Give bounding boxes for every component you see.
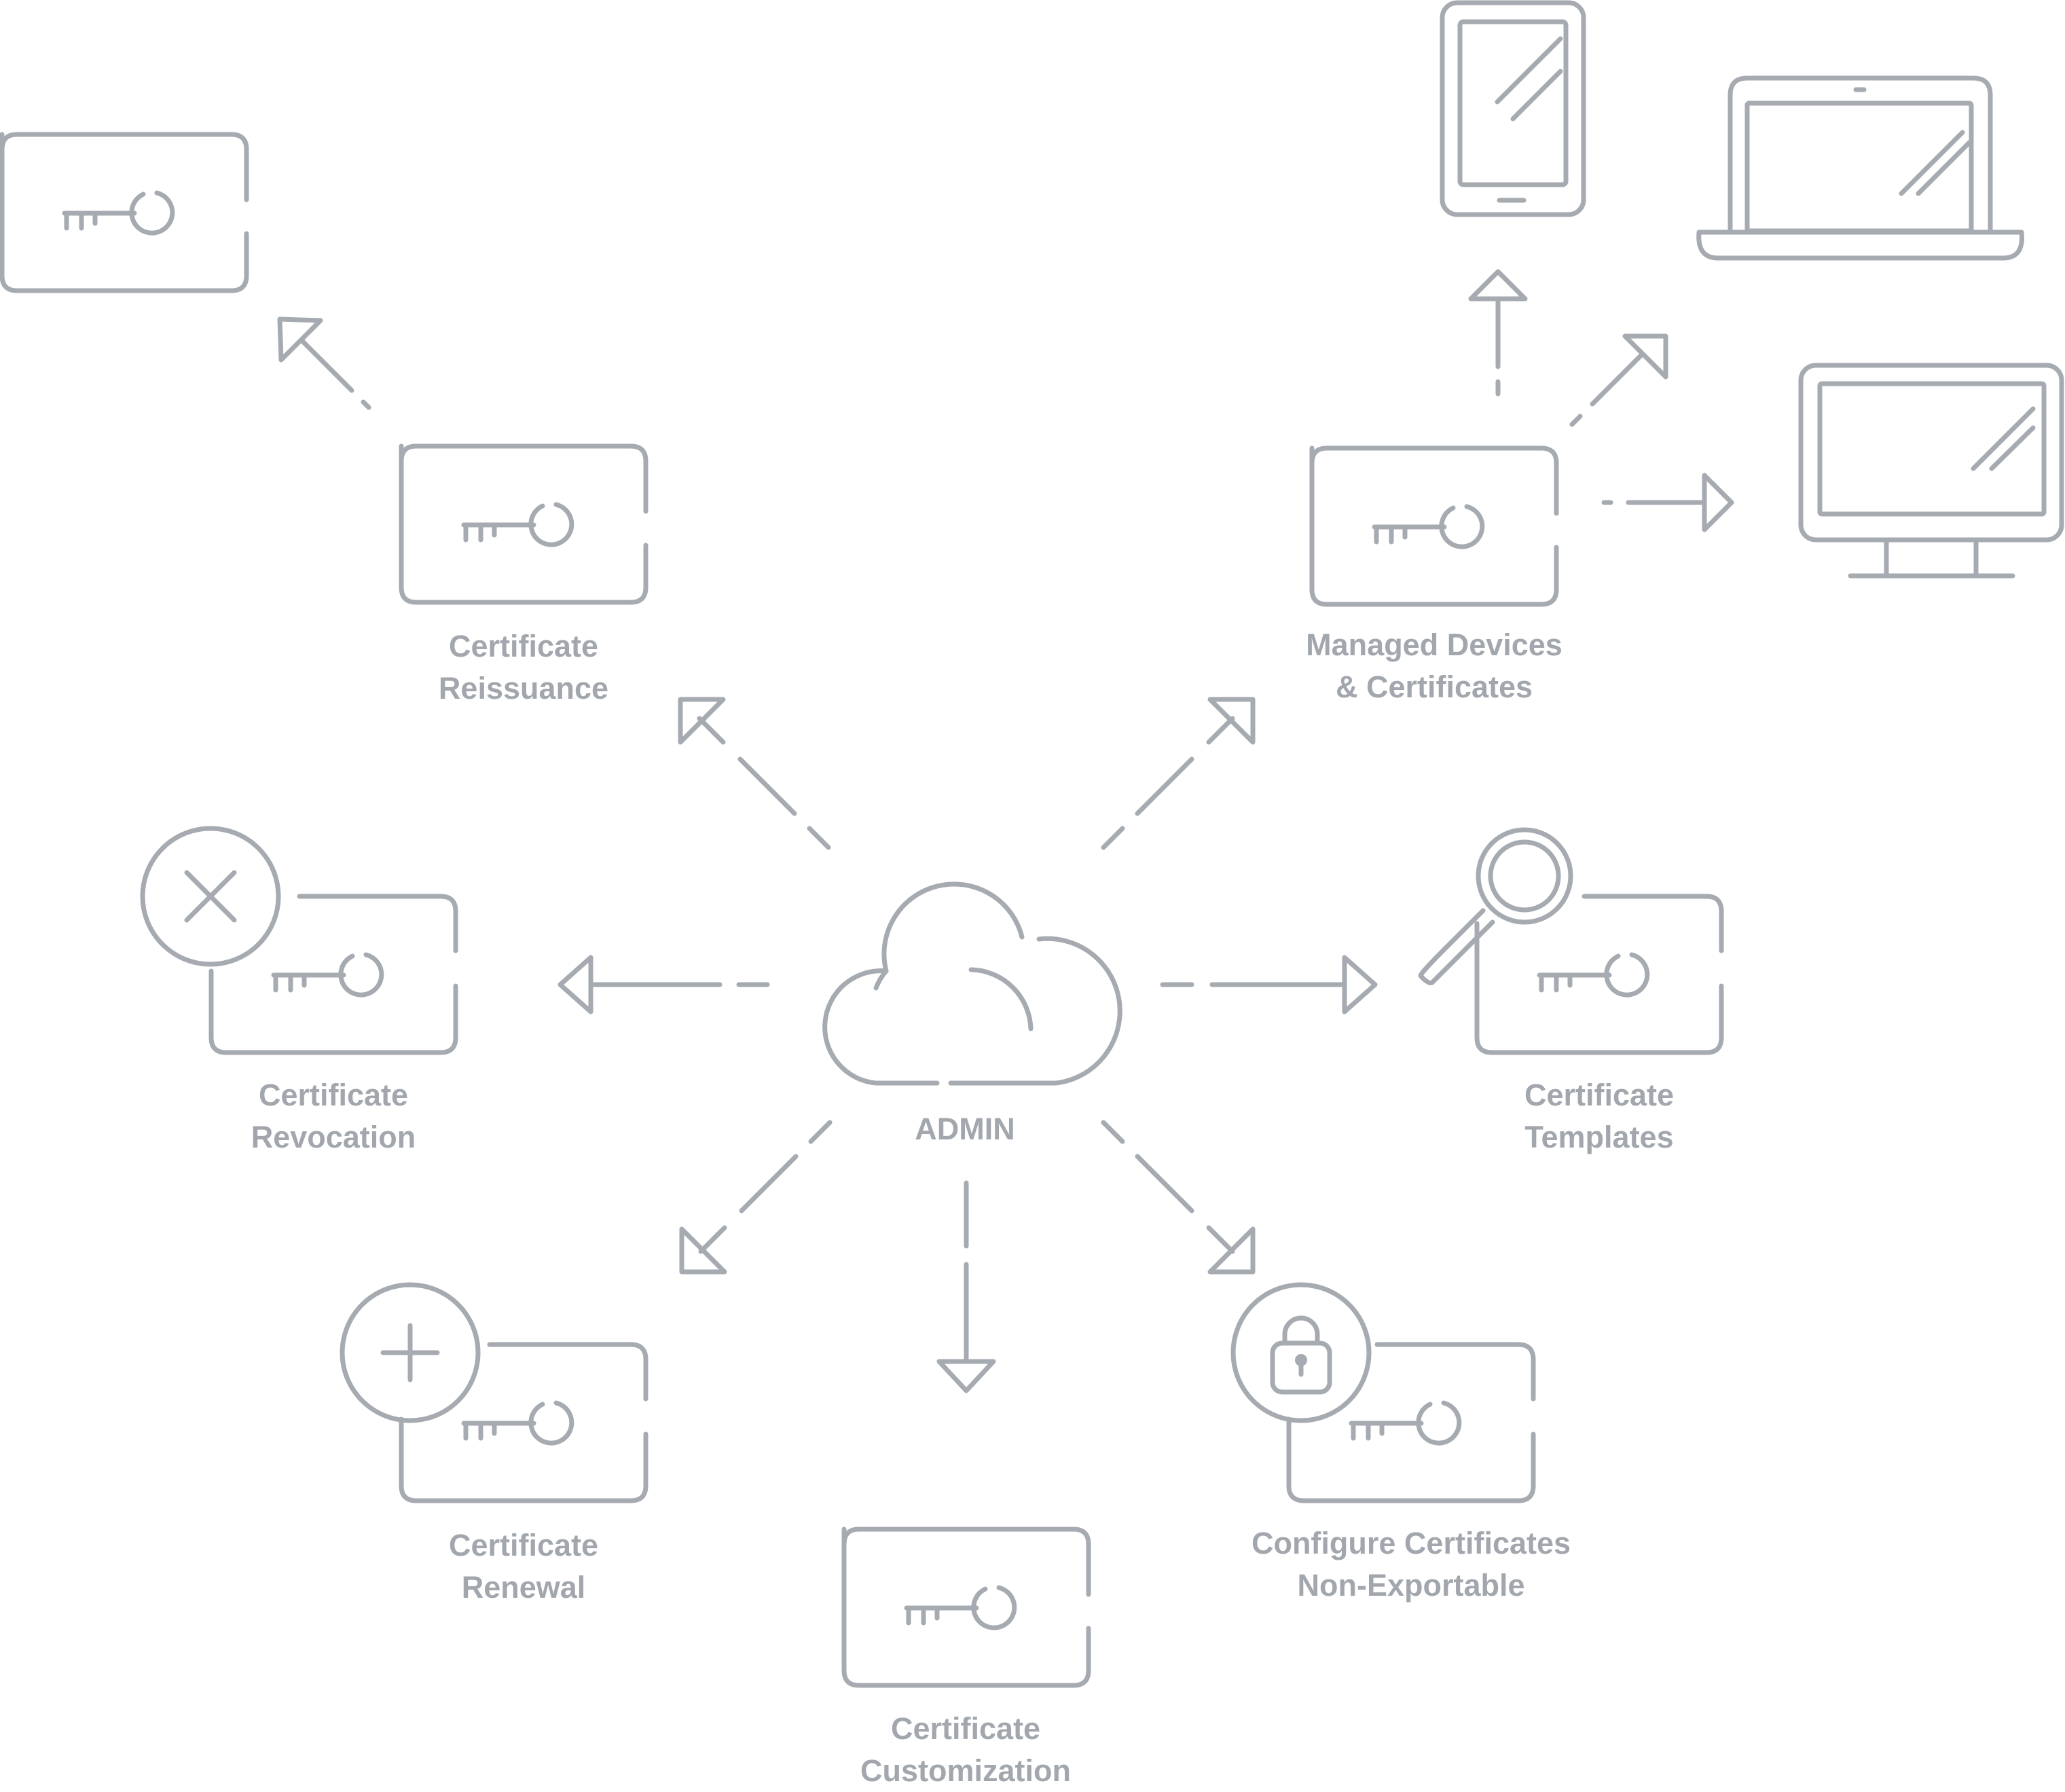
admin-cloud-icon <box>822 881 1122 1086</box>
arrow-to-reissuance <box>678 697 831 850</box>
managed-devices-label: Managed Devices & Certificates <box>1306 624 1563 708</box>
non-exportable-key-card-icon <box>1286 1342 1536 1503</box>
revocation-label: Certificate Revocation <box>251 1074 416 1158</box>
laptop-icon <box>1696 75 2024 261</box>
non-exportable-label: Configure Certificates Non-Exportable <box>1251 1522 1571 1607</box>
arrow-to-smartphone <box>1468 269 1528 397</box>
lock-icon <box>1230 1282 1372 1423</box>
arrow-to-non-exportable <box>1101 1120 1256 1275</box>
arrow-to-desktop <box>1601 473 1734 532</box>
customization-key-card-icon <box>844 1529 1089 1685</box>
reissued-key-card-icon <box>2 134 246 291</box>
arrow-to-templates <box>1160 955 1378 1014</box>
reissuance-label: Certificate Reissuance <box>439 625 608 710</box>
arrow-to-laptop <box>1569 333 1668 427</box>
reissuance-label-line2: Reissuance <box>438 671 609 706</box>
managed-devices-key-card-icon <box>1312 448 1556 604</box>
revocation-key-card-icon <box>208 894 458 1055</box>
customization-label: Certificate Customization <box>860 1708 1071 1792</box>
admin-label-text: ADMIN <box>915 1112 1015 1146</box>
arrow-reissuance-to-card <box>277 316 371 410</box>
revoke-x-icon <box>140 826 281 967</box>
search-magnifier-icon <box>1418 827 1573 985</box>
managed-devices-label-line1: Managed Devices <box>1306 627 1563 662</box>
renewal-label-line1: Certificate <box>448 1528 599 1562</box>
templates-label-line2: Templates <box>1524 1120 1674 1154</box>
non-exportable-label-line1: Configure Certificates <box>1251 1526 1571 1560</box>
customization-label-line2: Customization <box>860 1753 1071 1788</box>
arrow-to-customization <box>936 1180 996 1393</box>
customization-label-line1: Certificate <box>890 1711 1041 1746</box>
arrow-to-renewal <box>679 1120 833 1275</box>
admin-label: ADMIN <box>915 1108 1015 1150</box>
non-exportable-label-line2: Non-Exportable <box>1297 1568 1525 1603</box>
managed-devices-label-line2: & Certificates <box>1335 670 1533 704</box>
reissuance-key-card-icon <box>401 446 646 602</box>
templates-key-card-icon <box>1474 894 1724 1055</box>
arrow-to-managed-devices <box>1101 697 1256 850</box>
renewal-key-card-icon <box>399 1342 648 1503</box>
renewal-label-line2: Renewal <box>461 1570 586 1605</box>
templates-label: Certificate Templates <box>1524 1074 1674 1158</box>
reissuance-label-line1: Certificate <box>448 629 599 663</box>
smartphone-icon <box>1440 0 1586 217</box>
revocation-label-line2: Revocation <box>251 1120 416 1154</box>
arrow-to-revocation <box>558 955 770 1014</box>
templates-label-line1: Certificate <box>1524 1078 1675 1112</box>
revocation-label-line1: Certificate <box>258 1078 409 1112</box>
add-plus-icon <box>340 1282 481 1423</box>
desktop-monitor-icon <box>1798 363 2064 579</box>
renewal-label: Certificate Renewal <box>449 1524 598 1609</box>
